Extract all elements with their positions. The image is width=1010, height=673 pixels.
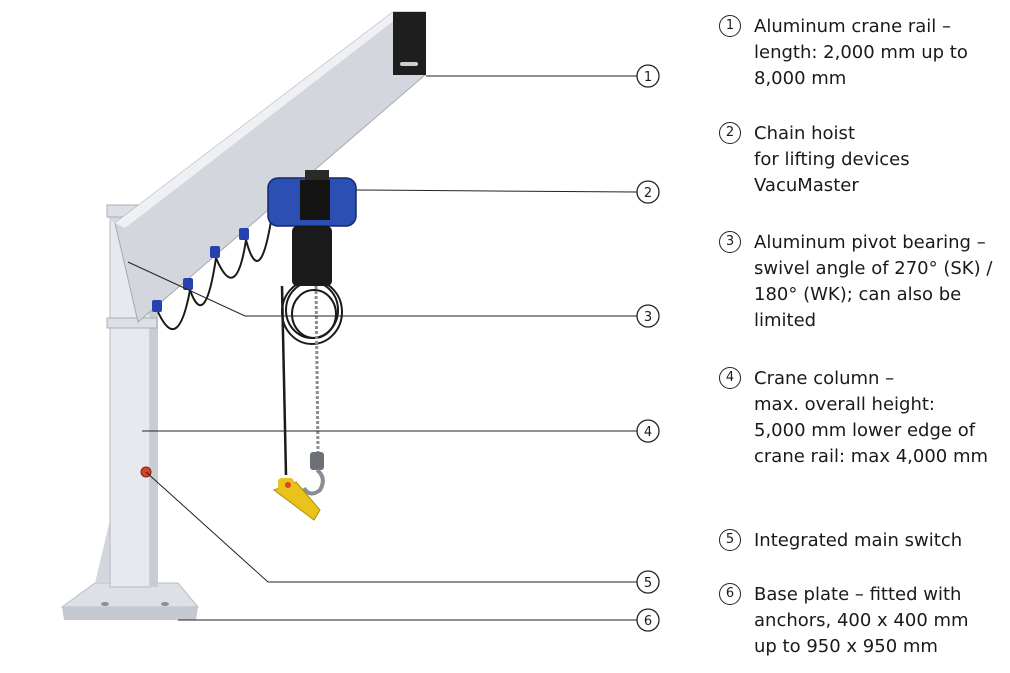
crane-rail	[114, 11, 426, 323]
callout-marker-3: 3	[636, 304, 660, 328]
svg-text:1: 1	[644, 70, 652, 85]
legend-text: Chain hoist for lifting devices VacuMast…	[754, 123, 910, 196]
legend-item-6: 6 Base plate – fitted with anchors, 400 …	[719, 582, 1004, 660]
base-plate	[60, 582, 200, 620]
svg-text:6: 6	[644, 614, 652, 629]
legend-text: Aluminum crane rail – length: 2,000 mm u…	[754, 16, 968, 89]
legend-item-5: 5 Integrated main switch	[719, 528, 1004, 554]
legend-number: 1	[719, 15, 741, 37]
legend-item-4: 4 Crane column – max. overall height: 5,…	[719, 366, 1004, 470]
legend-text: Base plate – fitted with anchors, 400 x …	[754, 584, 969, 657]
legend-number: 2	[719, 122, 741, 144]
legend-text: Crane column – max. overall height: 5,00…	[754, 368, 989, 467]
hoist-chain	[314, 285, 320, 453]
legend-number: 3	[719, 231, 741, 253]
svg-text:2: 2	[644, 186, 652, 201]
cable-trolleys	[152, 228, 249, 312]
callout-marker-5: 5	[636, 570, 660, 594]
control-cable	[280, 285, 288, 476]
callout-marker-2: 2	[636, 180, 660, 204]
legend-item-2: 2 Chain hoist for lifting devices VacuMa…	[719, 121, 1004, 199]
chain-hoist	[267, 170, 357, 286]
legend-number: 4	[719, 367, 741, 389]
column-gusset	[95, 520, 110, 583]
svg-text:4: 4	[644, 425, 652, 440]
leader-lines	[127, 75, 638, 621]
callout-marker-6: 6	[636, 608, 660, 632]
legend-item-1: 1 Aluminum crane rail – length: 2,000 mm…	[719, 14, 1004, 92]
legend-number: 5	[719, 529, 741, 551]
control-pendant	[272, 478, 321, 521]
svg-text:5: 5	[644, 576, 652, 591]
callout-marker-4: 4	[636, 419, 660, 443]
cable-coil	[281, 279, 343, 345]
legend-text: Aluminum pivot bearing – swivel angle of…	[754, 232, 993, 331]
svg-text:3: 3	[644, 310, 652, 325]
hook	[302, 452, 325, 496]
legend-number: 6	[719, 583, 741, 605]
legend-item-3: 3 Aluminum pivot bearing – swivel angle …	[719, 230, 1004, 334]
legend-text: Integrated main switch	[754, 530, 963, 551]
callout-marker-1: 1	[636, 64, 660, 88]
